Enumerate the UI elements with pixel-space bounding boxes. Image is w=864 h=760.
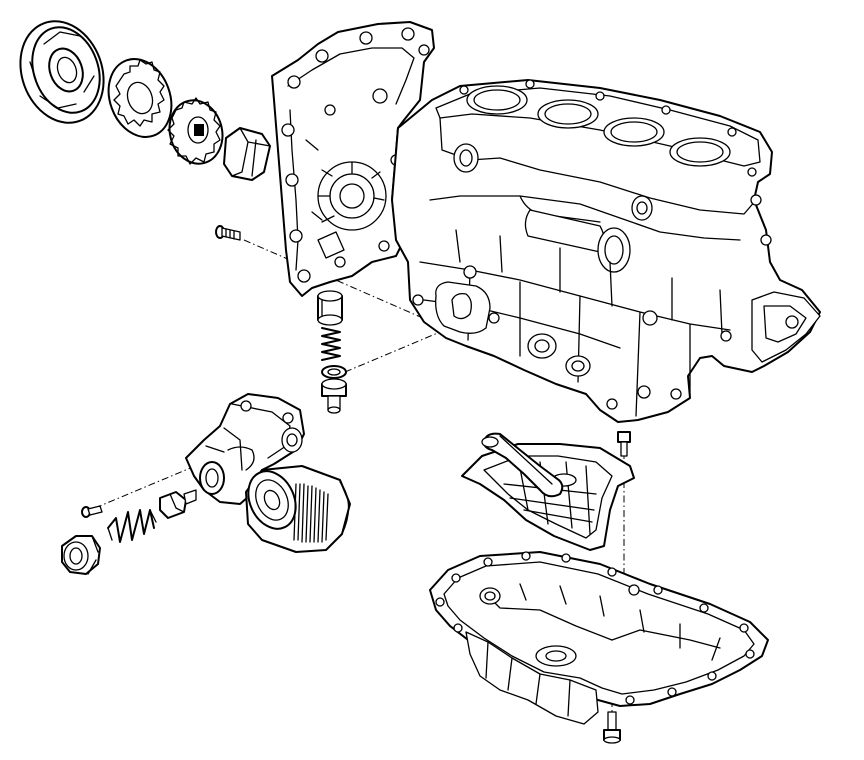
crankshaft-pulley	[19, 20, 105, 124]
filter-union-bolt	[321, 378, 347, 414]
relief-valve-plunger	[317, 290, 343, 326]
housing-screw	[81, 505, 103, 518]
oil-sump-pan	[429, 551, 769, 725]
oil-baffle-plate	[461, 443, 635, 551]
relief-valve-spring	[321, 327, 341, 361]
crankshaft-sprocket	[107, 58, 173, 138]
sealing-plug	[61, 535, 101, 575]
sprocket-key	[223, 127, 271, 181]
oil-filter-housing	[185, 393, 305, 505]
timing-sprocket	[167, 97, 224, 165]
sealing-washer	[321, 365, 347, 379]
plug-sealing-washer	[159, 489, 197, 519]
block-mounting-bolt	[215, 225, 241, 241]
oil-pickup-tube	[481, 432, 564, 498]
drain-plug	[603, 711, 621, 744]
baffle-bolt	[617, 431, 631, 457]
cylinder-block	[271, 21, 821, 423]
bypass-valve-spring	[107, 509, 157, 543]
oil-filter	[245, 465, 351, 553]
